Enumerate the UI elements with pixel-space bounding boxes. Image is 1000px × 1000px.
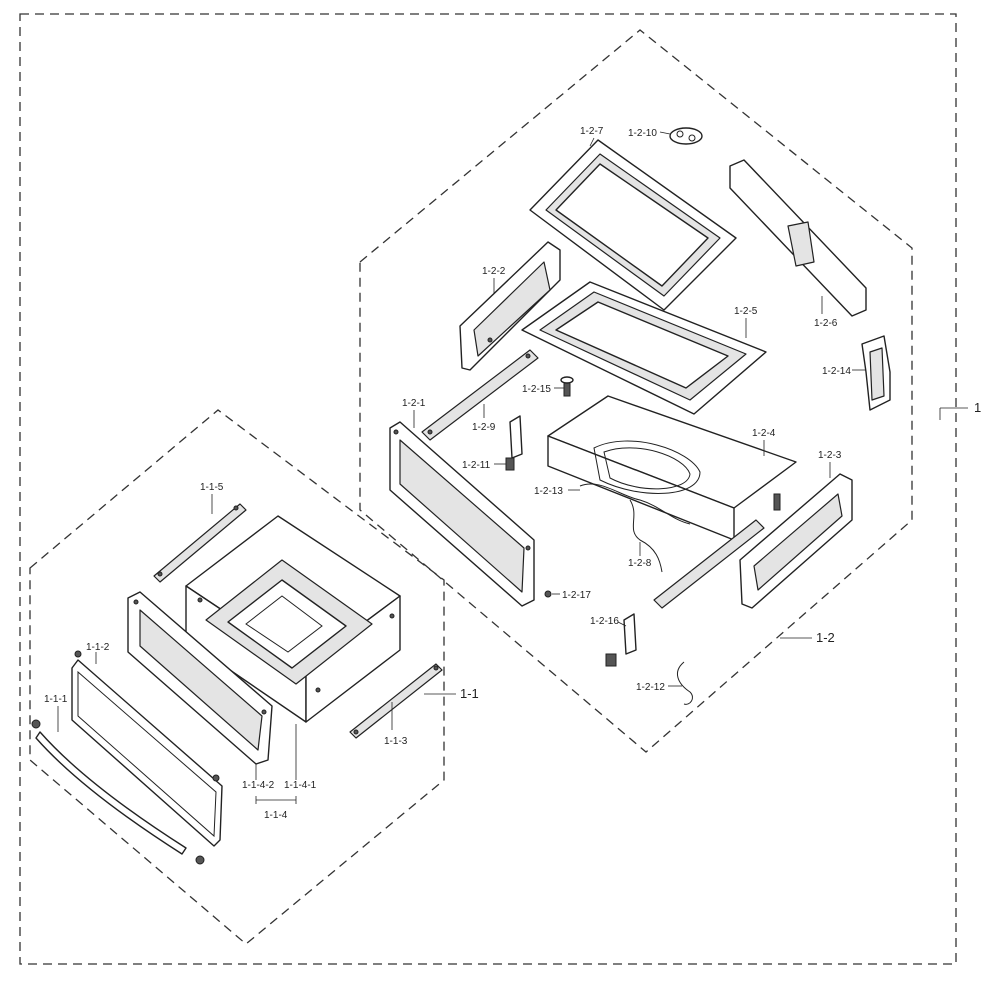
assembly-1-2-region (359, 29, 913, 753)
part-1-2-1-front-frame (389, 421, 535, 607)
part-rail-lower (653, 519, 765, 609)
part-1-2-10-gasket (669, 127, 703, 145)
label-1-2: 1-2 (816, 630, 835, 645)
label-1-1-4-1: 1-1-4-1 (284, 780, 317, 791)
part-1-2-5-glass-panel (521, 281, 767, 415)
part-1-2-2-side-panel (459, 241, 561, 371)
label-1-1: 1-1 (460, 686, 479, 701)
label-1-2-10: 1-2-10 (628, 128, 657, 139)
part-1-1-1-handle (31, 719, 205, 865)
label-1-2-2: 1-2-2 (482, 266, 506, 277)
part-1-2-14-bracket (861, 335, 891, 411)
assembly-1-frame (19, 13, 957, 965)
part-1-2-12-wire (676, 661, 693, 705)
label-1-2-3: 1-2-3 (818, 450, 842, 461)
label-1-2-16: 1-2-16 (590, 616, 619, 627)
part-1-2-3-side-panel (739, 473, 853, 609)
label-1-1-4: 1-1-4 (264, 810, 288, 821)
label-1-1-4-2: 1-1-4-2 (242, 780, 275, 791)
label-1-2-12: 1-2-12 (636, 682, 665, 693)
part-1-2-7-top-frame (529, 139, 737, 311)
label-1-1-1: 1-1-1 (44, 694, 68, 705)
label-1: 1 (974, 400, 981, 415)
part-1-2-4-element-tray (547, 395, 797, 541)
part-1-2-15-screw (560, 376, 574, 397)
part-1-2-17-screw (544, 590, 552, 598)
part-1-2-8-wire (629, 499, 663, 573)
label-1-1-5: 1-1-5 (200, 482, 224, 493)
assembly-1-1-region (29, 409, 445, 945)
part-1-2-11-bracket (505, 415, 523, 471)
part-1-2-13-wire (579, 483, 691, 525)
label-1-2-14: 1-2-14 (822, 366, 851, 377)
label-1-2-9: 1-2-9 (472, 422, 496, 433)
label-1-2-15: 1-2-15 (522, 384, 551, 395)
label-1-1-2: 1-1-2 (86, 642, 110, 653)
label-1-2-13: 1-2-13 (534, 486, 563, 497)
leader-lines (57, 131, 968, 804)
label-1-2-1: 1-2-1 (402, 398, 426, 409)
label-1-2-17: 1-2-17 (562, 590, 591, 601)
label-1-2-6: 1-2-6 (814, 318, 838, 329)
label-1-2-7: 1-2-7 (580, 126, 604, 137)
part-1-1-3-rail (349, 663, 443, 739)
label-1-2-5: 1-2-5 (734, 306, 758, 317)
part-1-1-4-1-drawer-frame (127, 591, 273, 765)
label-1-2-4: 1-2-4 (752, 428, 776, 439)
part-1-2-9-rail (421, 349, 539, 441)
label-1-1-3: 1-1-3 (384, 736, 408, 747)
label-1-2-11: 1-2-11 (462, 460, 491, 471)
label-1-2-8: 1-2-8 (628, 558, 652, 569)
part-1-1-2-drawer-front (71, 650, 223, 847)
part-drawer-box (185, 515, 401, 723)
part-1-2-6-back-panel (729, 159, 867, 317)
part-1-1-5-rail (153, 503, 247, 583)
part-1-2-16-bracket (605, 613, 637, 667)
